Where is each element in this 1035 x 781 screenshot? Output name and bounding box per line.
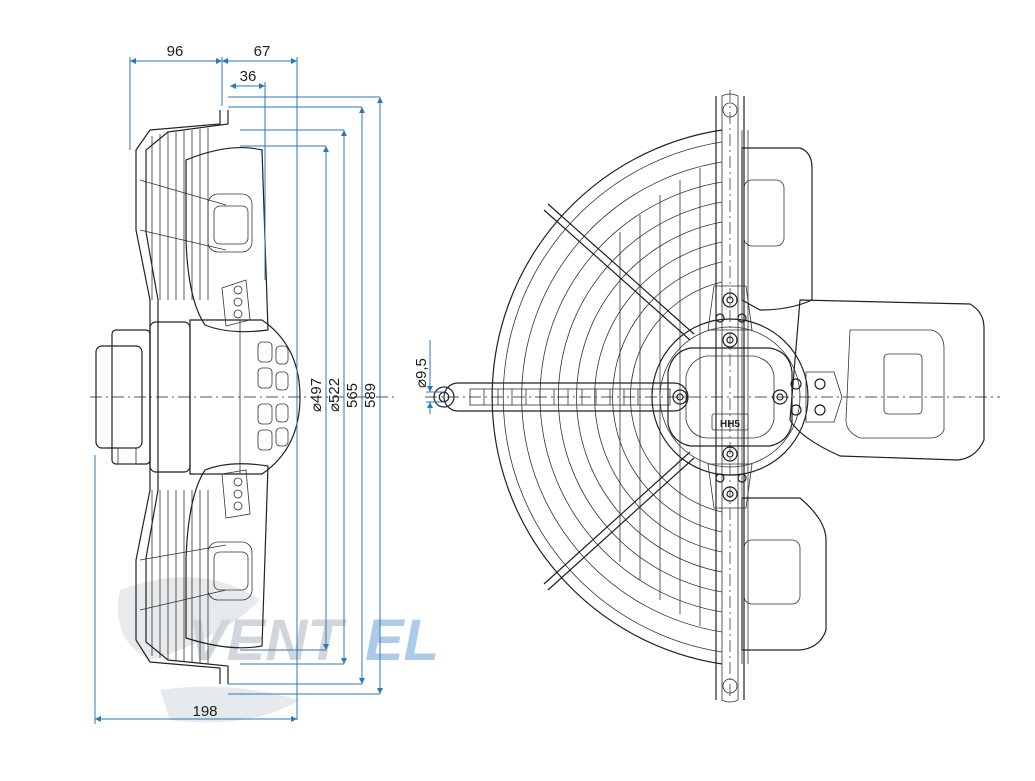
dim-198-label: 198 xyxy=(192,703,217,720)
dim-565-label: 565 xyxy=(344,383,361,408)
watermark-left-text: VENT xyxy=(188,608,347,673)
side-view: 96 67 36 198 ⌀497 ⌀522 565 589 xyxy=(90,43,395,724)
front-view: HH5 ⌀9,5 xyxy=(413,90,1000,703)
dim-67-label: 67 xyxy=(254,43,271,60)
dim-dia-497-label: ⌀497 xyxy=(308,378,325,412)
dim-589-label: 589 xyxy=(362,383,379,408)
dim-dia-522-label: ⌀522 xyxy=(326,378,343,412)
watermark-right-text: EL xyxy=(365,608,439,673)
dim-96-label: 96 xyxy=(167,43,184,60)
dim-36-label: 36 xyxy=(240,68,257,85)
dim-hole-9-5-label: ⌀9,5 xyxy=(413,358,430,388)
watermark: VENT EL xyxy=(118,577,439,723)
hub-logo-text: HH5 xyxy=(720,419,740,430)
